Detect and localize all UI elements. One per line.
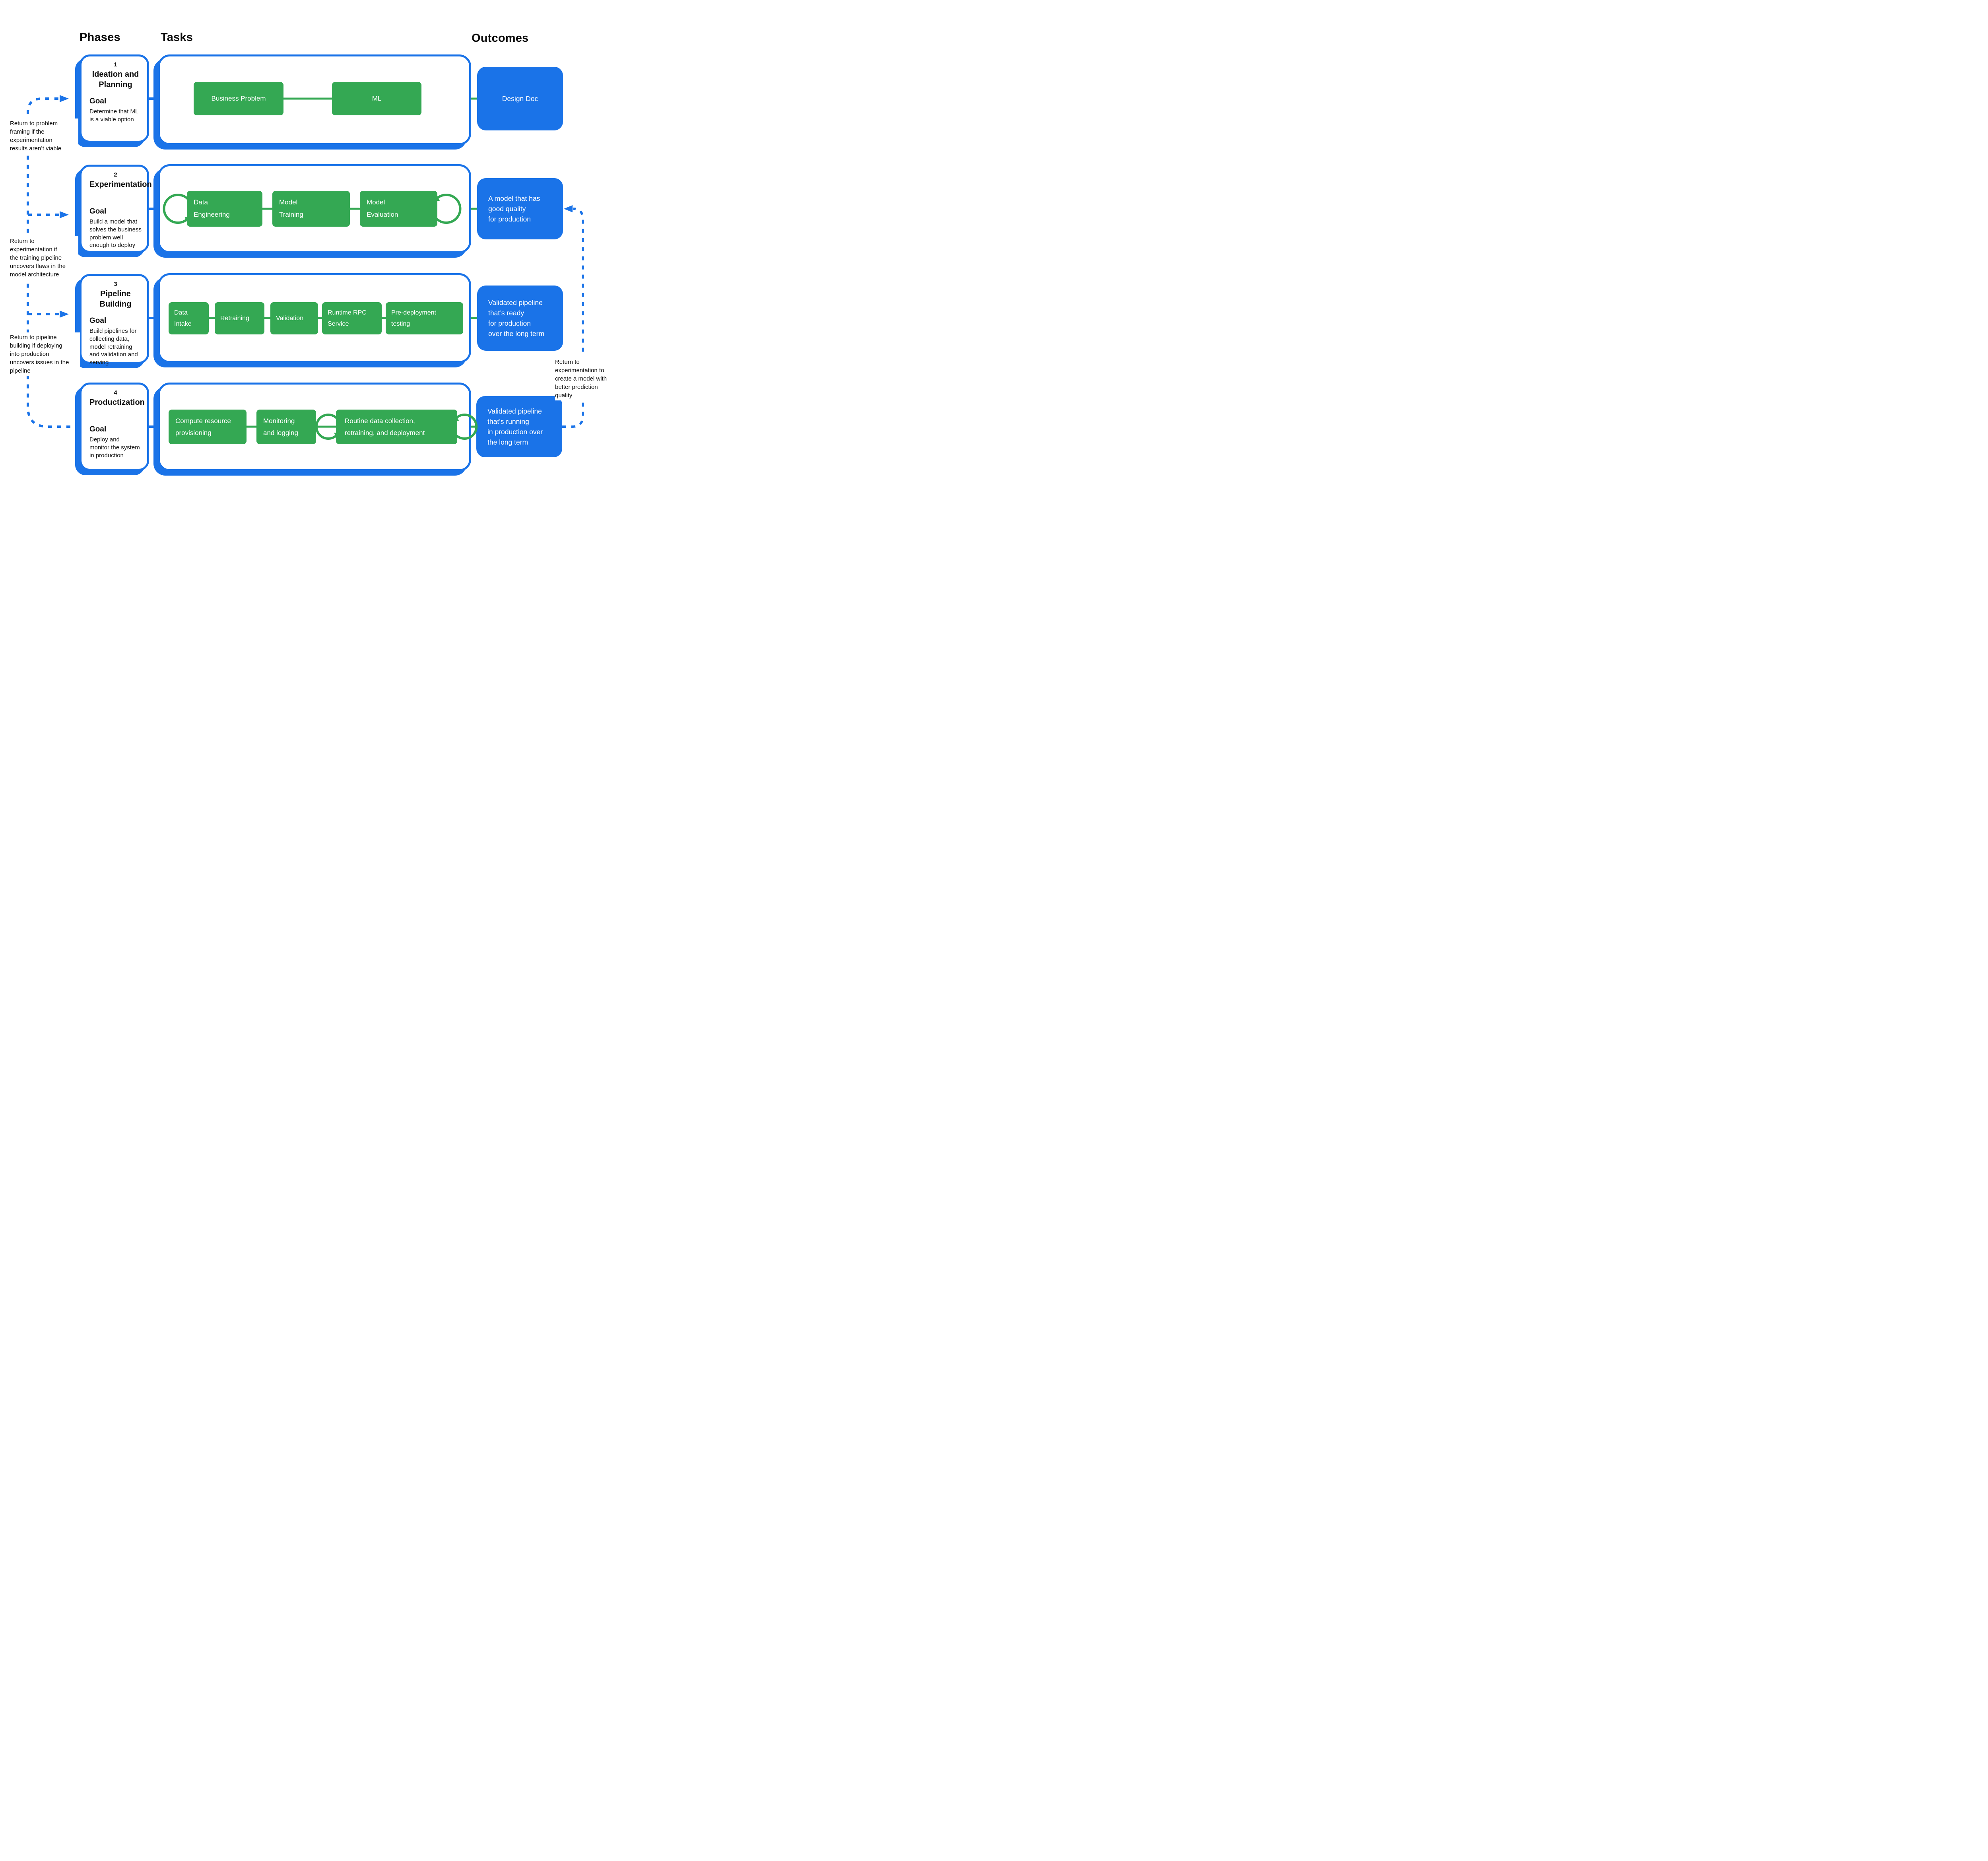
outcome-card-design-doc: Design Doc <box>477 67 563 130</box>
goal-label: Goal <box>89 207 107 216</box>
phase-number: 1 <box>114 61 117 68</box>
task-chip-model-training: Model Training <box>272 191 350 227</box>
task-chip-validation: Validation <box>270 302 318 334</box>
phase-task-connector-lines <box>148 97 161 428</box>
column-header-outcomes: Outcomes <box>472 32 529 45</box>
mlops-phases-diagram: 1 Ideation and Planning Goal Determine t… <box>0 0 616 508</box>
task-chip-monitoring-and-logging: Monitoring and logging <box>256 410 316 444</box>
task-chip-model-evaluation: Model Evaluation <box>360 191 437 227</box>
task-chip-compute-resource-provisioning: Compute resource provisioning <box>169 410 247 444</box>
task-chip-pre-deployment-testing: Pre-deployment testing <box>386 302 463 334</box>
task-chip-data-intake: Data Intake <box>169 302 209 334</box>
phase-card-2: 2 Experimentation Goal Build a model tha… <box>80 165 152 253</box>
phase-title: Experimentation <box>89 180 152 189</box>
task-chip-ml: ML <box>332 82 421 115</box>
phase-title: Ideation and Planning <box>92 70 139 89</box>
goal-text: Determine that ML is a viable option <box>89 108 139 123</box>
note-return-to-problem-framing: Return to problem framing if the experim… <box>10 118 78 153</box>
goal-label: Goal <box>89 425 107 433</box>
phase-title: Productization <box>89 398 145 407</box>
inter-task-connector-lines <box>209 97 386 428</box>
arrowhead-to-phase3-icon <box>60 311 69 318</box>
note-return-to-experimentation: Return to experimentation if the trainin… <box>10 236 78 280</box>
goal-label: Goal <box>89 317 107 325</box>
phase-title: Pipeline Building <box>99 289 132 309</box>
phase-card-3: 3 Pipeline Building Goal Build pipelines… <box>80 274 149 366</box>
goal-text: Build pipelines for collecting data, mod… <box>89 328 138 366</box>
task-outcome-connector-lines <box>437 97 478 428</box>
task-chip-data-engineering: Data Engineering <box>187 191 262 227</box>
task-chip-routine-data-collection: Routine data collection, retraining, and… <box>336 410 457 444</box>
goal-text: Build a model that solves the business p… <box>89 218 142 249</box>
task-chip-runtime-rpc-service: Runtime RPC Service <box>322 302 382 334</box>
outcome-card-validated-pipeline-ready: Validated pipeline that’s ready for prod… <box>477 286 563 351</box>
outcome-card-validated-pipeline-running: Validated pipeline that’s running in pro… <box>476 396 562 457</box>
task-chip-business-problem: Business Problem <box>194 82 283 115</box>
note-return-to-experimentation-right: Return to experimentation to create a mo… <box>555 357 615 400</box>
phase-card-4: 4 Productization Goal Deploy and monitor… <box>80 383 149 471</box>
arrowhead-to-phase2-icon <box>60 211 69 218</box>
return-path-dashed-lines <box>27 97 584 428</box>
goal-text: Deploy and monitor the system in product… <box>89 436 140 459</box>
phase-number: 2 <box>114 171 117 178</box>
arrowhead-to-phase1-icon <box>60 95 69 102</box>
phase-card-1: 1 Ideation and Planning Goal Determine t… <box>80 54 149 143</box>
outcome-card-model-quality: A model that has good quality for produc… <box>477 178 563 239</box>
phase-number: 3 <box>114 281 117 288</box>
column-header-phases: Phases <box>80 31 120 44</box>
goal-label: Goal <box>89 97 107 105</box>
task-chip-retraining: Retraining <box>215 302 264 334</box>
note-return-to-pipeline-building: Return to pipeline building if deploying… <box>10 332 80 376</box>
column-header-tasks: Tasks <box>161 31 193 44</box>
arrowhead-to-outcome2-icon <box>564 205 573 212</box>
phase-number: 4 <box>114 389 117 396</box>
